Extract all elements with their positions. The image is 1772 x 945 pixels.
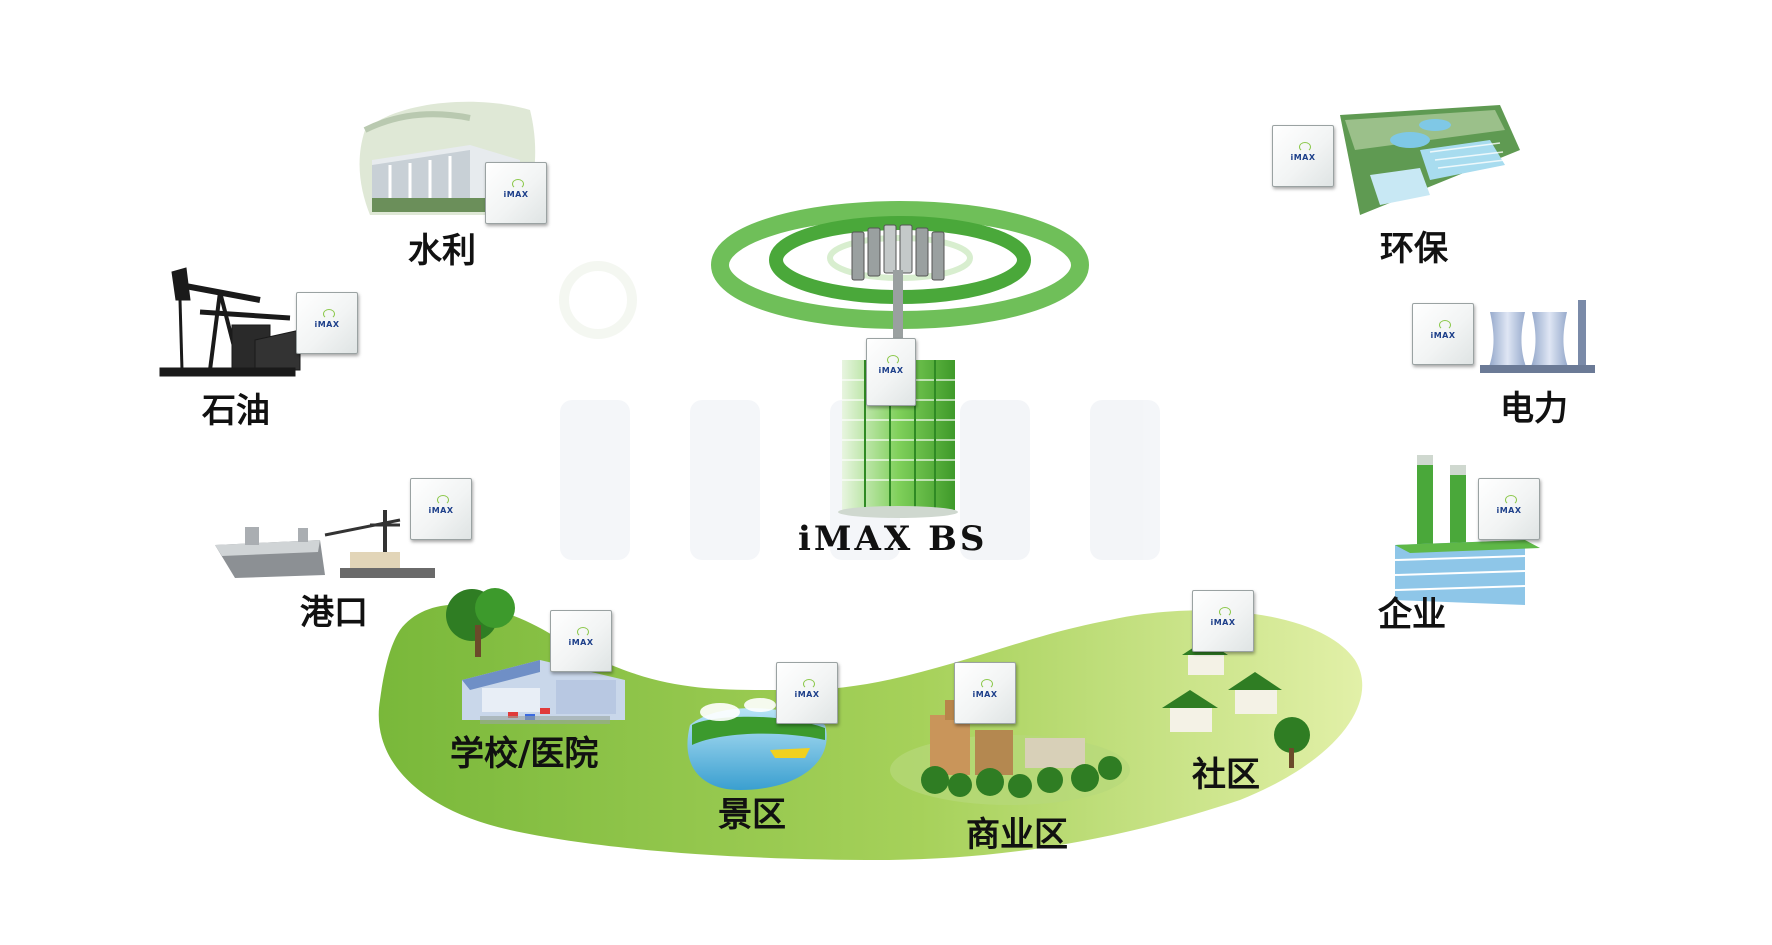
- imax-device-scenic: iMAX: [776, 662, 838, 724]
- node-label-env: 环保: [1380, 229, 1448, 269]
- device-brand: iMAX: [503, 190, 529, 199]
- business-district-scene: [890, 700, 1130, 805]
- device-brand: iMAX: [1430, 331, 1456, 340]
- power-plant-scene: [1480, 300, 1595, 373]
- imax-logo-icon: [981, 679, 993, 689]
- school-hospital-scene: [446, 588, 625, 724]
- imax-logo-icon: [1219, 607, 1231, 617]
- node-label-scenic: 景区: [718, 795, 786, 835]
- node-label-water: 水利: [408, 231, 476, 271]
- imax-logo-icon: [803, 679, 815, 689]
- device-brand: iMAX: [1290, 153, 1316, 162]
- node-label-community: 社区: [1192, 755, 1260, 795]
- node-label-port: 港口: [300, 593, 368, 633]
- device-brand: iMAX: [1496, 506, 1522, 515]
- node-label-oil: 石油: [202, 391, 270, 431]
- device-brand: iMAX: [314, 320, 340, 329]
- imax-device-power: iMAX: [1412, 303, 1474, 365]
- enterprise-factory-scene: [1394, 455, 1540, 605]
- imax-device-enterprise: iMAX: [1478, 478, 1540, 540]
- imax-logo-icon: [1439, 320, 1451, 330]
- imax-logo-icon: [1505, 495, 1517, 505]
- imax-logo-icon: [577, 627, 589, 637]
- node-label-enterprise: 企业: [1378, 595, 1446, 635]
- imax-device-business: iMAX: [954, 662, 1016, 724]
- imax-logo-icon: [887, 355, 899, 365]
- device-brand: iMAX: [794, 690, 820, 699]
- env-protection-scene: [1340, 105, 1520, 215]
- imax-device-bs: iMAX: [866, 338, 916, 406]
- imax-device-water: iMAX: [485, 162, 547, 224]
- imax-logo-icon: [437, 495, 449, 505]
- oil-pump-scene: [159, 267, 301, 377]
- imax-logo-icon: [512, 179, 524, 189]
- imax-device-school: iMAX: [550, 610, 612, 672]
- imax-device-port: iMAX: [410, 478, 472, 540]
- device-brand: iMAX: [972, 690, 998, 699]
- node-label-business: 商业区: [966, 815, 1068, 855]
- imax-logo-icon: [323, 309, 335, 319]
- imax-device-env: iMAX: [1272, 125, 1334, 187]
- landscape-ground: [378, 604, 1363, 860]
- imax-device-oil: iMAX: [296, 292, 358, 354]
- imax-device-community: iMAX: [1192, 590, 1254, 652]
- node-label-school: 学校/医院: [450, 734, 599, 774]
- port-scene: [215, 510, 435, 578]
- node-label-power: 电力: [1500, 389, 1568, 429]
- device-brand: iMAX: [568, 638, 594, 647]
- imax-logo-icon: [1299, 142, 1311, 152]
- antenna-array: [851, 224, 945, 281]
- device-brand: iMAX: [1210, 618, 1236, 627]
- base-station-label: iMAX BS: [798, 519, 988, 559]
- device-brand: iMAX: [428, 506, 454, 515]
- device-brand: iMAX: [878, 366, 904, 375]
